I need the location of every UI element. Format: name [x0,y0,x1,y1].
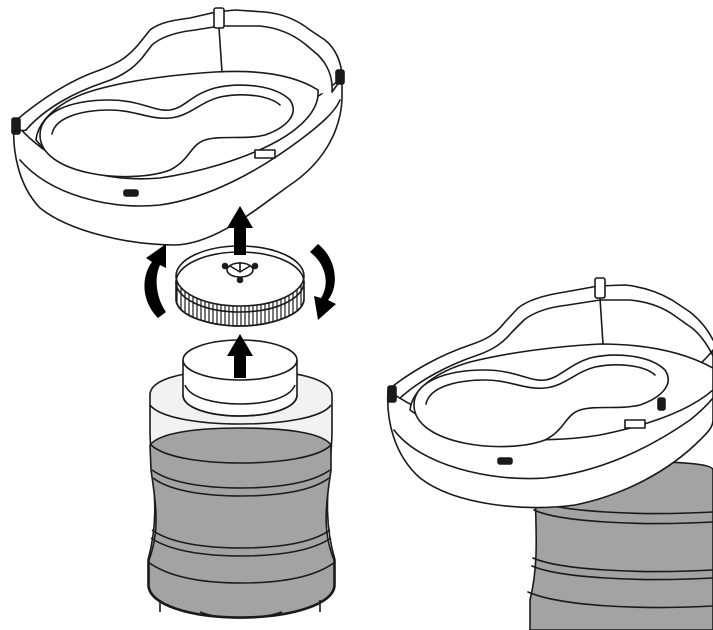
screw-cap [175,245,305,327]
arrow-up-icon [227,206,253,255]
rotate-counterclockwise-arrow-icon [144,244,166,318]
arrow-up-icon [227,334,253,378]
rotate-clockwise-arrow-icon [310,244,336,320]
assembled-unit [386,277,713,630]
water-jar [147,339,336,619]
upper-tray [11,7,345,246]
